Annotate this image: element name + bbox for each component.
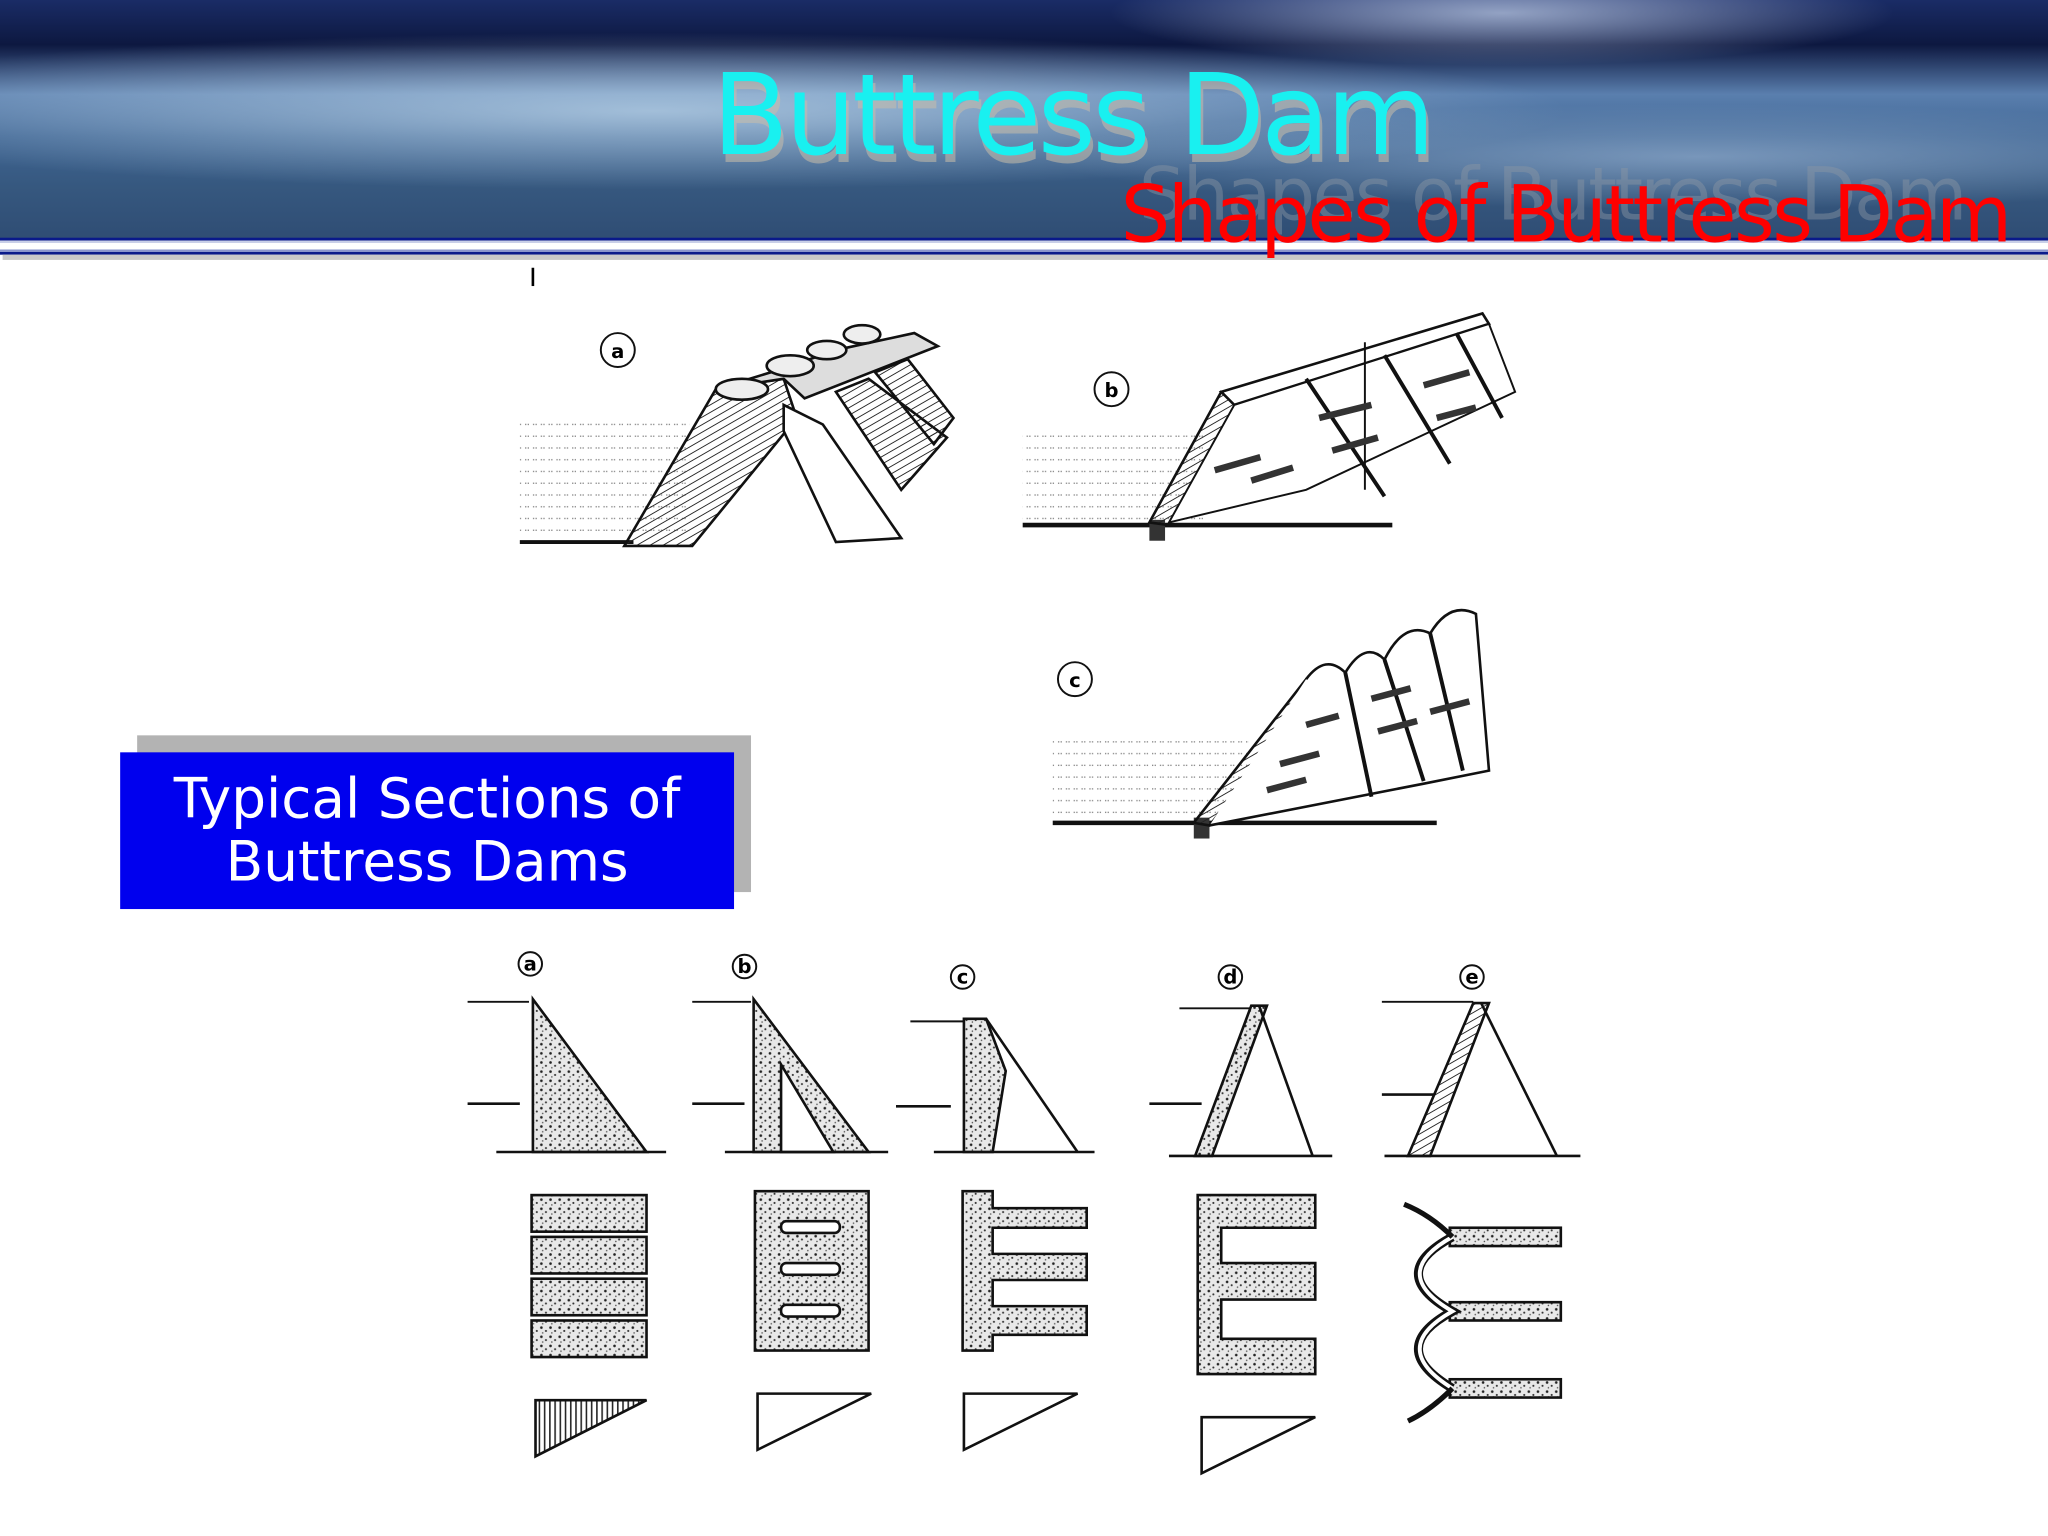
label-b-section: b (737, 955, 751, 978)
label-d-section: d (1223, 966, 1237, 989)
section-a: a (467, 951, 667, 1459)
label-a-top: a (611, 340, 624, 363)
water-banner-image (0, 0, 2048, 249)
label-c-top: c (1069, 669, 1081, 692)
label-b-top: b (1105, 379, 1119, 402)
section-e: e (1381, 964, 1581, 1424)
figure-3d-c: c (1052, 608, 1491, 839)
section-b: b (692, 953, 889, 1452)
subtitle-shadow: Shapes of Buttress Dam (1138, 152, 1968, 238)
figure-3d-a: a (519, 323, 956, 548)
section-c: c (895, 964, 1095, 1452)
header-shadow-line (2, 254, 2048, 260)
callout-box: Typical Sections of Buttress Dams (120, 752, 735, 910)
callout-line-1: Typical Sections of (173, 766, 681, 831)
section-d: d (1149, 964, 1333, 1476)
label-a-section: a (524, 952, 537, 975)
slide-title: Buttress Dam (711, 50, 1436, 182)
label-c-section: c (957, 966, 969, 989)
callout-line-2: Buttress Dams (225, 829, 629, 894)
figure-3d-b: b (1022, 311, 1517, 541)
header-divider (0, 237, 2048, 255)
text-cursor (531, 267, 535, 287)
slide-subtitle: Shapes of Buttress Dam (1120, 169, 2013, 262)
label-e-section: e (1465, 966, 1478, 989)
